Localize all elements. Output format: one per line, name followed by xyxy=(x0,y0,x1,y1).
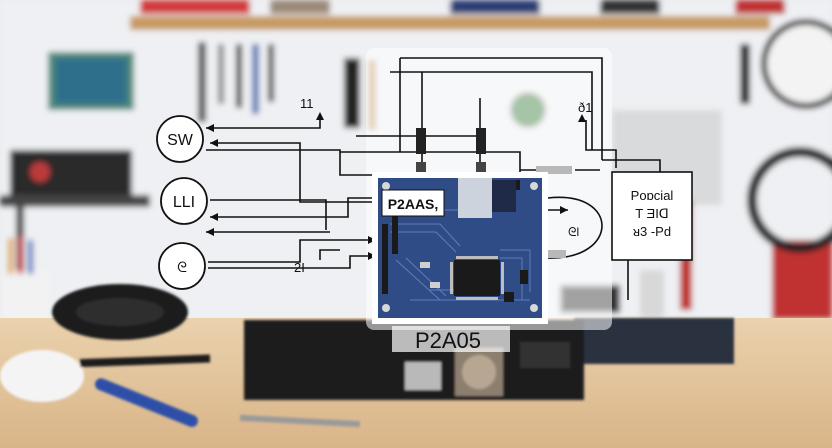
label-circle-lli: LLI xyxy=(160,177,208,225)
microcontroller-chip xyxy=(454,260,500,296)
desk-items xyxy=(0,284,734,428)
board-label-box xyxy=(381,189,445,217)
pin-label-top-left: 11 xyxy=(300,96,314,111)
board-label: P2AAS, xyxy=(388,196,439,212)
arrowheads xyxy=(206,112,586,260)
right-box-line-1: Poɒcial xyxy=(631,188,674,203)
pin-label-bottom-left: 2I xyxy=(294,260,305,275)
board-caption: P2A05 xyxy=(415,328,481,353)
right-box-line-2: T ƎIᗡ xyxy=(635,206,669,221)
right-label-box: Poɒcial T ƎIᗡ ᴚ3 -Pd xyxy=(611,171,693,261)
pin-label-top-right: ð1 xyxy=(578,100,592,115)
label-circle-gauge: ᘓ xyxy=(158,242,206,290)
svg-text:LLI: LLI xyxy=(173,194,195,211)
svg-text:ᘓ: ᘓ xyxy=(177,259,187,275)
connectors xyxy=(416,128,572,258)
svg-text:SW: SW xyxy=(167,132,194,149)
right-box-line-3: ᴚ3 -Pd xyxy=(633,224,671,239)
pin-label-side-right: ᘓl xyxy=(568,225,579,239)
label-circle-sw: SW xyxy=(156,115,204,163)
diagram-overlay: P2AAS, SW LLI ᘓ 11 2I ð1 ᘓl Poɒcial T ƎI… xyxy=(156,48,693,353)
